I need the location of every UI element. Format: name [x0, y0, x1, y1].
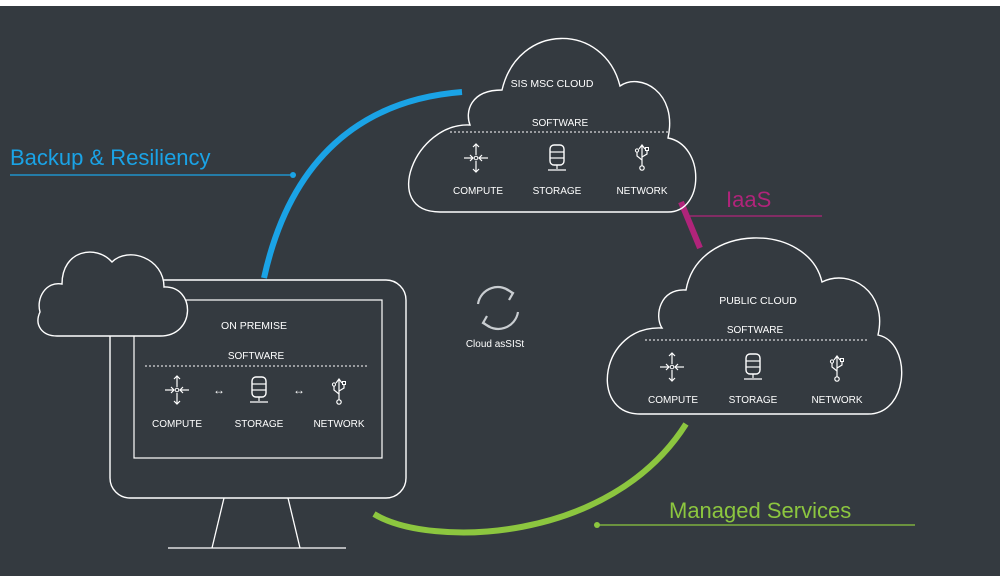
sis-network-label: NETWORK [616, 186, 667, 197]
backup-label: Backup & Resiliency [10, 145, 211, 170]
monitor-stand-right [287, 497, 301, 549]
double-arrow-icon: ↔ [213, 383, 225, 397]
sync-icon [476, 285, 520, 331]
on-premise-software-label: SOFTWARE [228, 351, 285, 362]
public-compute-label: COMPUTE [648, 395, 698, 406]
on-premise-network-label: NETWORK [313, 419, 364, 430]
compute-icon [164, 375, 190, 405]
on-premise-compute-label: COMPUTE [152, 419, 202, 430]
managed-dot [594, 522, 600, 528]
compute-icon [463, 143, 489, 173]
backup-dot [290, 172, 296, 178]
public-cloud-outline [606, 237, 903, 415]
monitor-screen [133, 299, 383, 459]
on-premise-storage-label: STORAGE [235, 419, 284, 430]
sis-software-label: SOFTWARE [532, 118, 589, 129]
on-premise-monitor: ON PREMISE SOFTWARE ↔ ↔ COMPUTE STORAGE … [37, 251, 407, 549]
backup-arc [261, 89, 463, 279]
public-cloud: PUBLIC CLOUD SOFTWARE COMPUTE STORAGE NE… [606, 237, 903, 415]
storage-icon [743, 353, 763, 380]
public-cloud-title: PUBLIC CLOUD [719, 295, 797, 307]
storage-icon [249, 376, 269, 403]
double-arrow-icon: ↔ [293, 383, 305, 397]
public-network-label: NETWORK [811, 395, 862, 406]
managed-arc [372, 422, 689, 536]
sis-compute-label: COMPUTE [453, 186, 503, 197]
iaas-connector [678, 200, 703, 250]
storage-icon [547, 144, 567, 171]
public-software-label: SOFTWARE [727, 325, 784, 336]
monitor-icon [109, 279, 407, 499]
managed-label: Managed Services [669, 498, 851, 523]
monitor-stand-left [211, 497, 225, 549]
cloud-icon [37, 251, 189, 337]
network-icon [829, 355, 845, 382]
sis-msc-cloud: SIS MSC CLOUD SOFTWARE COMPUTE STORAGE N… [408, 37, 697, 213]
compute-icon [659, 352, 685, 382]
on-premise-title: ON PREMISE [221, 320, 287, 332]
network-icon [634, 144, 650, 171]
sis-storage-label: STORAGE [533, 186, 582, 197]
center-label: Cloud asSISt [466, 339, 525, 350]
sis-cloud-outline [408, 37, 697, 213]
network-icon [331, 378, 347, 405]
iaas-label: IaaS [726, 187, 771, 212]
sis-cloud-title: SIS MSC CLOUD [511, 78, 594, 90]
public-storage-label: STORAGE [729, 395, 778, 406]
